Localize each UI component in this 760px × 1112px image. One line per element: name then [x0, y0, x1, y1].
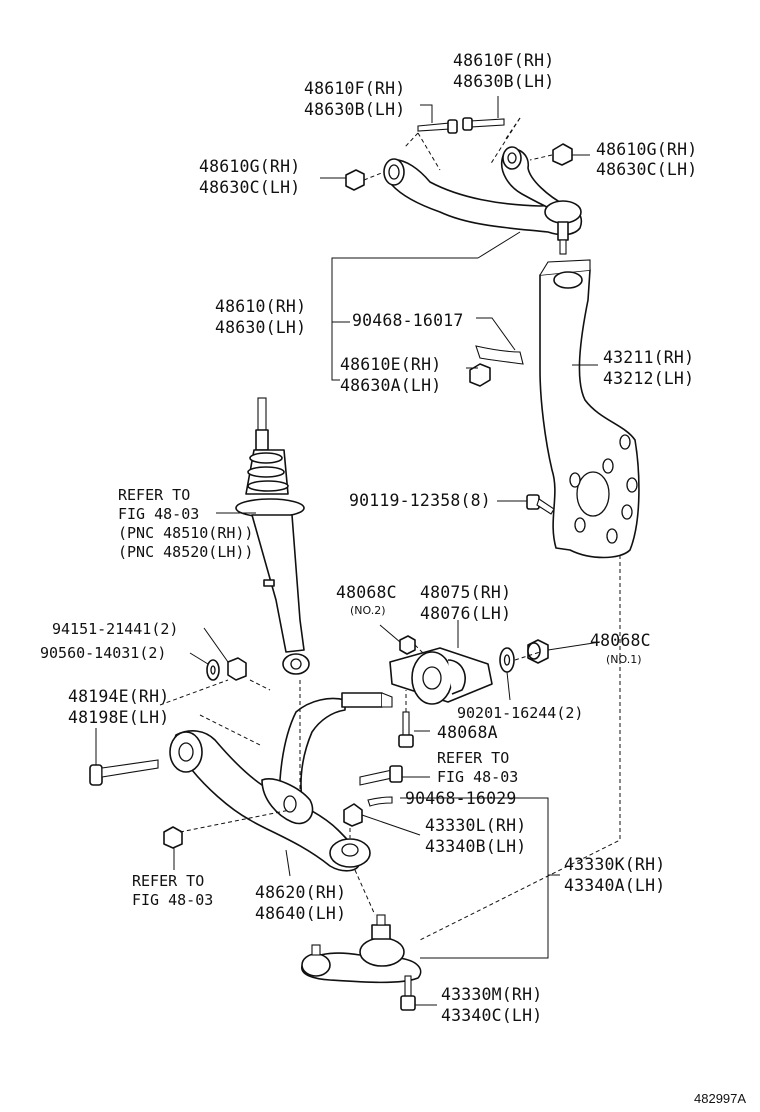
label-bushing-rh: 48075(RH) — [420, 583, 511, 602]
label-bushing-nut-c1-note: (NO.1) — [606, 653, 642, 666]
cotter-pin-lower — [343, 796, 393, 827]
label-refer-shock-3: (PNC 48510(RH)) — [118, 524, 253, 542]
label-upper-arm-lh: 48630(LH) — [215, 318, 306, 337]
nut-94151 — [227, 657, 247, 681]
upper-arm-bolt-right — [462, 117, 505, 131]
label-refer-mid-2: FIG 48-03 — [437, 768, 518, 786]
label-lower-arm-lh: 48640(LH) — [255, 904, 346, 923]
label-upper-arm-rh: 48610(RH) — [215, 297, 306, 316]
label-upper-nut-right-lh: 48630C(LH) — [596, 160, 697, 179]
steering-knuckle — [539, 259, 640, 559]
label-ball-joint-upper-lh: 48630A(LH) — [340, 376, 441, 395]
label-upper-bolt-lh: 48630B(LH) — [304, 100, 405, 119]
upper-control-arm — [383, 146, 582, 255]
label-ball-joint-lower-l-rh: 43330L(RH) — [425, 816, 526, 835]
label-upper-bolt2-lh: 48630B(LH) — [453, 72, 554, 91]
lower-arm-bolt — [89, 759, 159, 786]
label-upper-nut-left-rh: 48610G(RH) — [199, 157, 300, 176]
bushing-nut-no2 — [399, 635, 416, 655]
washer-90560 — [206, 659, 220, 681]
label-refer-shock-1: REFER TO — [118, 486, 190, 504]
label-washer-90560: 90560-14031(2) — [40, 644, 166, 662]
label-upper-bolt-rh: 48610F(RH) — [304, 79, 405, 98]
label-ball-joint-lower-l-lh: 43340B(LH) — [425, 837, 526, 856]
label-refer-low-1: REFER TO — [132, 872, 204, 890]
lower-control-arm — [169, 692, 393, 872]
bolt-48068a — [398, 711, 414, 748]
label-upper-nut-right-rh: 48610G(RH) — [596, 140, 697, 159]
label-nut-94151: 94151-21441(2) — [52, 620, 178, 638]
lower-nut — [163, 826, 183, 849]
label-refer-mid-1: REFER TO — [437, 749, 509, 767]
label-lower-arm-rh: 48620(RH) — [255, 883, 346, 902]
ball-joint-bolt — [400, 975, 416, 1011]
label-lower-bolt-lh: 48198E(LH) — [68, 708, 169, 727]
upper-arm-nut-left — [345, 169, 365, 191]
label-refer-shock-4: (PNC 48520(LH)) — [118, 543, 253, 561]
label-ball-joint-lower-m-rh: 43330M(RH) — [441, 985, 542, 1004]
lower-ball-joint — [301, 914, 422, 984]
label-bushing-nut-c2-note: (NO.2) — [350, 604, 386, 617]
label-cotter-pin-2: 90468-16029 — [405, 789, 516, 808]
label-refer-low-2: FIG 48-03 — [132, 891, 213, 909]
label-ball-joint-upper-rh: 48610E(RH) — [340, 355, 441, 374]
label-bolt-48068a: 48068A — [437, 723, 498, 742]
label-knuckle-rh: 43211(RH) — [603, 348, 694, 367]
upper-arm-bolt-left — [417, 119, 458, 134]
label-bushing-nut-c1: 48068C — [590, 631, 651, 650]
label-ball-joint-lower-k-lh: 43340A(LH) — [564, 876, 665, 895]
label-knuckle-bolt: 90119-12358(8) — [349, 491, 491, 510]
knuckle-bolt — [526, 494, 555, 515]
diagram-id: 482997A — [694, 1091, 746, 1106]
lower-arm-bushing — [389, 647, 493, 705]
cotter-pin-upper — [469, 345, 524, 387]
upper-arm-nut-right — [552, 143, 573, 166]
label-upper-bolt2-rh: 48610F(RH) — [453, 51, 554, 70]
label-bushing-lh: 48076(LH) — [420, 604, 511, 623]
label-bushing-nut-c2: 48068C — [336, 583, 397, 602]
label-lower-bolt-rh: 48194E(RH) — [68, 687, 169, 706]
label-refer-shock-2: FIG 48-03 — [118, 505, 199, 523]
shock-absorber — [235, 397, 310, 675]
label-knuckle-lh: 43212(LH) — [603, 369, 694, 388]
bushing-nut-no1 — [527, 639, 549, 664]
label-ball-joint-lower-m-lh: 43340C(LH) — [441, 1006, 542, 1025]
label-upper-nut-left-lh: 48630C(LH) — [199, 178, 300, 197]
label-ball-joint-lower-k-rh: 43330K(RH) — [564, 855, 665, 874]
label-cotter-pin-1: 90468-16017 — [352, 311, 463, 330]
label-washer-90201: 90201-16244(2) — [457, 704, 583, 722]
washer-90201 — [499, 647, 515, 673]
mid-bolt — [359, 765, 403, 786]
